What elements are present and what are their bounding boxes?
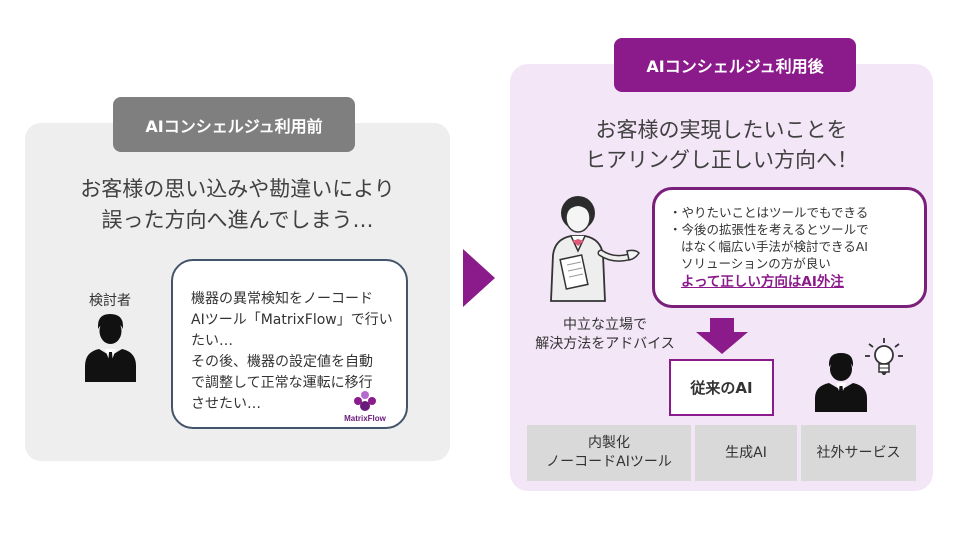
bubble-line: 機器の異常検知をノーコード [191, 291, 373, 307]
advice-bullet: ・今後の拡張性を考えるとツールで [669, 222, 869, 237]
bubble-line: させたい… [191, 396, 261, 412]
category-generative-ai: 生成AI [695, 425, 797, 481]
down-arrow-icon [696, 318, 748, 354]
category-external-service: 社外サービス [801, 425, 916, 481]
bubble-line: で調整して正常な運転に移行 [191, 375, 373, 391]
bubble-line: たい… [191, 333, 233, 349]
consultant-caption: 中立な立場で 解決方法をアドバイス [520, 316, 690, 354]
advice-bullet-cont: ソリューションの方が良い [681, 256, 831, 271]
after-tag: AIコンシェルジュ利用後 [614, 38, 856, 92]
before-heading-line: 誤った方向へ進んでしまう… [101, 208, 374, 232]
caption-line: 解決方法をアドバイス [535, 336, 675, 352]
before-heading-line: お客様の思い込みや勘違いにより [80, 177, 395, 201]
person-label: 検討者 [89, 293, 131, 309]
category-line: ノーコードAIツール [546, 454, 672, 470]
category-line: 生成AI [725, 444, 767, 461]
matrixflow-logo: MatrixFlow [344, 391, 387, 423]
advice-conclusion: よって正しい方向はAI外注 [681, 274, 844, 290]
right-arrow-icon [463, 249, 495, 307]
business-person-icon [815, 353, 867, 412]
category-inhouse-nocode: 内製化 ノーコードAIツール [527, 425, 691, 481]
advice-bullet-cont: はなく幅広い手法が検討できるAI [681, 239, 868, 254]
bubble-line: AIツール「MatrixFlow」で行い [191, 312, 393, 328]
consultant-woman-icon [550, 196, 640, 302]
advice-bubble: ・やりたいことはツールでもできる ・今後の拡張性を考えるとツールで はなく幅広い… [652, 187, 927, 308]
before-heading: お客様の思い込みや勘違いにより 誤った方向へ進んでしまう… [25, 174, 450, 236]
before-speech-bubble: 機器の異常検知をノーコード AIツール「MatrixFlow」で行い たい… そ… [171, 259, 408, 429]
conventional-ai-box: 従来のAI [669, 359, 774, 416]
bubble-line: その後、機器の設定値を自動 [191, 354, 373, 370]
after-heading: お客様の実現したいことを ヒアリングし正しい方向へ！ [510, 115, 933, 175]
business-person-icon [85, 314, 136, 382]
category-line: 社外サービス [816, 444, 901, 461]
category-line: 内製化 [588, 435, 630, 451]
lightbulb-icon [865, 338, 903, 375]
before-tag: AIコンシェルジュ利用前 [113, 97, 355, 152]
after-heading-line: お客様の実現したいことを [595, 118, 848, 142]
matrixflow-logo-text: MatrixFlow [344, 414, 387, 423]
after-heading-line: ヒアリングし正しい方向へ！ [585, 148, 858, 172]
advice-bullet: ・やりたいことはツールでもできる [669, 205, 869, 220]
caption-line: 中立な立場で [563, 317, 647, 333]
